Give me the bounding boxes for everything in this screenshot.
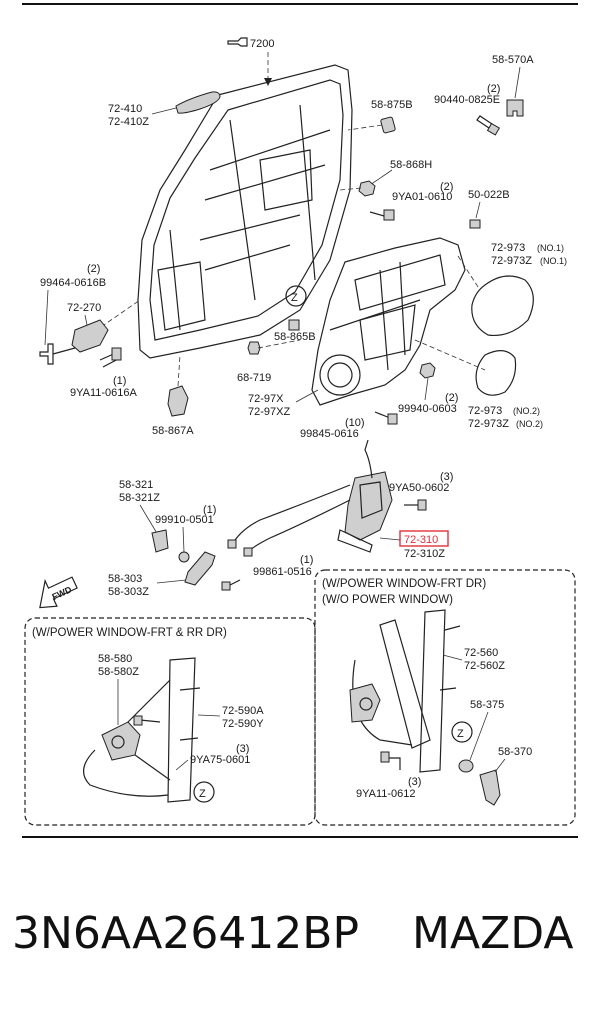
label-99910-0501: 99910-0501 <box>155 514 214 526</box>
label-9YA50-0602: 9YA50-0602 <box>389 482 449 494</box>
label-72-310: 72-310 <box>404 534 438 546</box>
label-qty-3b: (3) <box>236 743 249 755</box>
label-qty-2a: (2) <box>487 83 500 95</box>
label-no1-b: (NO.1) <box>540 256 567 266</box>
label-58-321: 58-321 <box>119 479 153 491</box>
power-window-regulator <box>83 657 201 803</box>
label-qty-3c: (3) <box>408 776 421 788</box>
carrier-plate <box>311 237 466 406</box>
part-number: 3N6AA26412BP <box>12 908 360 959</box>
label-z-3: Z <box>457 728 464 740</box>
label-ref-7200: 7200 <box>250 38 274 50</box>
label-72-97X: 72-97X <box>248 393 284 405</box>
label-72-973Z-no2: 72-973Z <box>468 418 509 430</box>
label-58-303Z: 58-303Z <box>108 586 149 598</box>
label-qty-10: (10) <box>345 417 365 429</box>
door-hinge <box>71 319 109 353</box>
label-58-875B: 58-875B <box>371 99 413 111</box>
label-qty-3a: (3) <box>440 471 453 483</box>
label-72-97XZ: 72-97XZ <box>248 406 290 418</box>
inner-handle <box>184 551 216 586</box>
label-68-719: 68-719 <box>237 372 271 384</box>
label-72-590Y: 72-590Y <box>222 718 264 730</box>
label-58-867A: 58-867A <box>152 425 194 437</box>
label-72-973-no1: 72-973 <box>491 242 525 254</box>
label-no2-b: (NO.2) <box>516 419 543 429</box>
box-right-title-1: (W/POWER WINDOW-FRT DR) <box>322 578 486 590</box>
label-58-321Z: 58-321Z <box>119 492 160 504</box>
box-right-title-2: (W/O POWER WINDOW) <box>322 594 453 606</box>
label-72-973Z-no1: 72-973Z <box>491 255 532 267</box>
box-power-window-frt-rr <box>24 617 316 826</box>
label-58-570A: 58-570A <box>492 54 534 66</box>
label-qty-2b: (2) <box>440 181 453 193</box>
label-99861-0516: 99861-0516 <box>253 566 312 578</box>
label-72-560: 72-560 <box>464 647 498 659</box>
forward-arrow-icon <box>39 576 78 609</box>
label-qty-1b: (1) <box>203 504 216 516</box>
label-9YA01-0610: 9YA01-0610 <box>392 191 452 203</box>
label-72-270: 72-270 <box>67 302 101 314</box>
label-58-868H: 58-868H <box>390 159 432 171</box>
label-72-973-no2: 72-973 <box>468 405 502 417</box>
label-no1-a: (NO.1) <box>537 243 564 253</box>
label-qty-2c: (2) <box>87 263 100 275</box>
label-no2-a: (NO.2) <box>513 406 540 416</box>
reference-hand-icon <box>227 37 248 47</box>
inner-handle-cover <box>151 529 169 553</box>
label-58-865B: 58-865B <box>274 331 316 343</box>
label-9YA11-0612: 9YA11-0612 <box>356 788 416 800</box>
window-crank-handle <box>479 769 501 806</box>
label-72-590A: 72-590A <box>222 705 264 717</box>
label-qty-2d: (2) <box>445 392 458 404</box>
door-check <box>167 385 189 417</box>
label-fwd: FWD <box>50 584 73 602</box>
label-72-560Z: 72-560Z <box>464 660 505 672</box>
label-90440-0825E: 90440-0825E <box>434 94 500 106</box>
manual-window-regulator <box>349 609 461 773</box>
label-qty-1c: (1) <box>300 554 313 566</box>
box-left-title: (W/POWER WINDOW-FRT & RR DR) <box>32 627 227 639</box>
label-z-2: Z <box>199 788 206 800</box>
label-72-410: 72-410 <box>108 103 142 115</box>
label-58-370: 58-370 <box>498 746 532 758</box>
window-crank-washer <box>458 759 474 773</box>
door-latch <box>337 471 393 553</box>
label-9YA75-0601: 9YA75-0601 <box>190 754 250 766</box>
label-72-310Z: 72-310Z <box>404 548 445 560</box>
label-qty-1a: (1) <box>113 375 126 387</box>
label-50-022B: 50-022B <box>468 189 510 201</box>
label-72-410Z: 72-410Z <box>108 116 149 128</box>
label-58-303: 58-303 <box>108 573 142 585</box>
label-9YA11-0616A: 9YA11-0616A <box>70 387 138 399</box>
brand-name: MAZDA <box>412 908 574 959</box>
outer-handle <box>175 91 221 114</box>
label-58-375: 58-375 <box>470 699 504 711</box>
box-power-window-frt <box>314 569 576 826</box>
label-58-580Z: 58-580Z <box>98 666 139 678</box>
label-99845-0616: 99845-0616 <box>300 428 359 440</box>
label-z-1: Z <box>291 292 298 304</box>
seal-no1 <box>471 275 534 337</box>
highlight-box-72-310 <box>399 530 449 547</box>
latch-cable-2 <box>244 499 351 556</box>
seal-no2 <box>475 350 517 396</box>
label-99940-0603: 99940-0603 <box>398 403 457 415</box>
door-frame <box>137 64 353 359</box>
label-99464-0616B: 99464-0616B <box>40 277 106 289</box>
label-58-580: 58-580 <box>98 653 132 665</box>
latch-cable-1 <box>231 484 351 546</box>
